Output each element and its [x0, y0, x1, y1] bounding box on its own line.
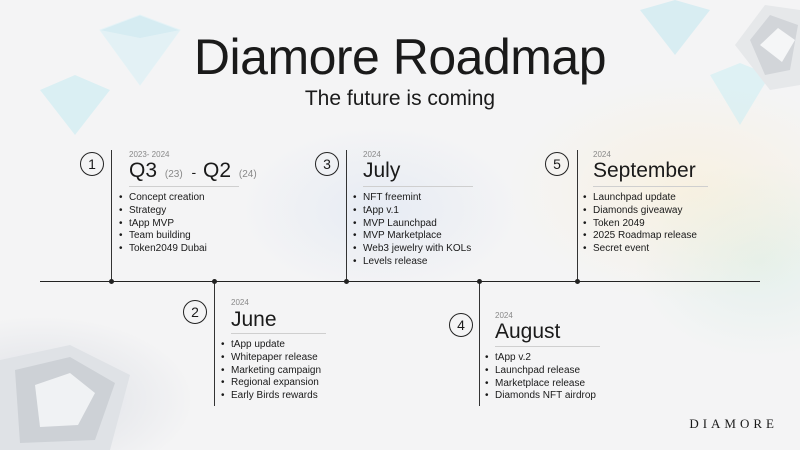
list-item: Diamonds giveaway	[583, 205, 697, 218]
diamond-photo-bottom-left-icon	[0, 345, 130, 450]
milestone-1-heading-separator: -	[191, 164, 197, 180]
milestone-4-dot	[477, 279, 482, 284]
list-item: tApp MVP	[119, 218, 207, 231]
list-item: Concept creation	[119, 192, 207, 205]
milestone-2-number: 2	[183, 300, 207, 324]
page-title: Diamore Roadmap	[193, 29, 607, 85]
milestone-1-list: Concept creation Strategy tApp MVP Team …	[119, 192, 207, 256]
list-item: Whitepaper release	[221, 352, 321, 365]
milestone-3-list: NFT freemint tApp v.1 MVP Launchpad MVP …	[353, 192, 471, 269]
milestone-3-year: 2024	[363, 150, 381, 159]
list-item: NFT freemint	[353, 192, 471, 205]
milestone-5-year: 2024	[593, 150, 611, 159]
milestone-3-number: 3	[315, 152, 339, 176]
milestone-5-rule	[593, 186, 708, 187]
milestone-2-connector	[214, 281, 215, 406]
list-item: Strategy	[119, 205, 207, 218]
milestone-2-dot	[212, 279, 217, 284]
list-item: MVP Launchpad	[353, 218, 471, 231]
milestone-2-heading: June	[231, 308, 277, 331]
diamond-decoration-right-icon	[710, 63, 770, 125]
list-item: tApp update	[221, 339, 321, 352]
list-item: 2025 Roadmap release	[583, 230, 697, 243]
list-item: tApp v.2	[485, 352, 596, 365]
list-item: Regional expansion	[221, 377, 321, 390]
milestone-1-year: 2023- 2024	[129, 150, 170, 159]
milestone-2-rule	[231, 333, 326, 334]
list-item: Launchpad release	[485, 365, 596, 378]
milestone-1-heading: Q3 (23) - Q2 (24)	[129, 159, 259, 183]
milestone-4-year: 2024	[495, 311, 513, 320]
milestone-5-list: Launchpad update Diamonds giveaway Token…	[583, 192, 697, 256]
brand-wordmark: DIAMORE	[689, 416, 778, 431]
list-item: Early Birds rewards	[221, 390, 321, 403]
list-item: Diamonds NFT airdrop	[485, 390, 596, 403]
list-item: Team building	[119, 230, 207, 243]
milestone-4-heading: August	[495, 320, 561, 343]
milestone-3-heading: July	[363, 159, 401, 182]
diamond-decoration-top-right-icon	[640, 0, 710, 55]
list-item: Marketplace release	[485, 378, 596, 391]
milestone-3-dot	[344, 279, 349, 284]
list-item: Launchpad update	[583, 192, 697, 205]
diamond-decoration-top-left-icon	[99, 14, 181, 86]
list-item: Web3 jewelry with KOLs	[353, 243, 471, 256]
milestone-4-list: tApp v.2 Launchpad release Marketplace r…	[485, 352, 596, 403]
list-item: Secret event	[583, 243, 697, 256]
milestone-1-dot	[109, 279, 114, 284]
list-item: Token 2049	[583, 218, 697, 231]
milestone-5-dot	[575, 279, 580, 284]
list-item: Token2049 Dubai	[119, 243, 207, 256]
list-item: tApp v.1	[353, 205, 471, 218]
page-subtitle: The future is coming	[304, 87, 496, 110]
milestone-1-heading-start-year: (23)	[164, 169, 183, 180]
milestone-3-rule	[363, 186, 473, 187]
milestone-5-number: 5	[545, 152, 569, 176]
milestone-1-heading-end-year: (24)	[238, 169, 257, 180]
list-item: MVP Marketplace	[353, 230, 471, 243]
timeline-axis	[40, 281, 760, 282]
milestone-5-heading: September	[593, 159, 696, 182]
milestone-5-connector	[577, 150, 578, 281]
milestone-1-connector	[111, 150, 112, 281]
milestone-3-connector	[346, 150, 347, 281]
milestone-1-heading-end: Q2	[203, 159, 232, 182]
milestone-2-list: tApp update Whitepaper release Marketing…	[221, 339, 321, 403]
milestone-4-connector	[479, 281, 480, 406]
milestone-4-rule	[495, 346, 600, 347]
diamond-decoration-left-icon	[40, 75, 110, 135]
list-item: Marketing campaign	[221, 365, 321, 378]
milestone-1-number: 1	[80, 152, 104, 176]
diamond-photo-top-right-icon	[735, 5, 800, 90]
milestone-4-number: 4	[449, 313, 473, 337]
milestone-1-rule	[129, 186, 239, 187]
list-item: Levels release	[353, 256, 471, 269]
milestone-1-heading-start: Q3	[129, 159, 158, 182]
milestone-2-year: 2024	[231, 298, 249, 307]
